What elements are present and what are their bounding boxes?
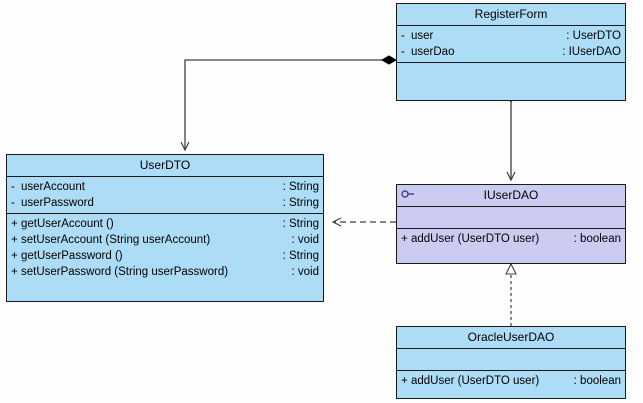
class-box-register-form[interactable]: RegisterForm - user : UserDTO - userDao … bbox=[396, 3, 626, 101]
operations-compartment-user-dto: + getUserAccount () : String + setUserAc… bbox=[7, 213, 323, 282]
operation-return-type: : void bbox=[291, 234, 320, 246]
attributes-compartment-oracle-user-dao bbox=[397, 348, 625, 370]
attribute-row: - user : UserDTO bbox=[397, 28, 625, 44]
class-box-user-dto[interactable]: UserDTO - userAccount : String - userPas… bbox=[6, 154, 324, 302]
attributes-compartment-user-dto: - userAccount : String - userPassword : … bbox=[7, 176, 323, 213]
operation-row: + getUserAccount () : String bbox=[7, 216, 323, 232]
operation-row: + setUserPassword (String userPassword) … bbox=[7, 264, 323, 280]
operation-return-type: : void bbox=[291, 266, 320, 278]
operations-compartment-register-form bbox=[397, 62, 625, 84]
interface-name-label: IUserDAO bbox=[483, 188, 539, 202]
operation-return-type: : boolean bbox=[573, 233, 621, 245]
visibility-marker: + bbox=[401, 375, 408, 387]
class-title-register-form: RegisterForm bbox=[474, 7, 548, 21]
visibility-marker: - bbox=[11, 181, 15, 193]
interface-title-iuser-dao: IUserDAO bbox=[397, 185, 625, 206]
attribute-name: userPassword bbox=[21, 197, 94, 209]
attribute-type: : UserDTO bbox=[566, 30, 621, 42]
visibility-marker: + bbox=[11, 250, 18, 262]
interface-lollipop-icon bbox=[401, 190, 414, 198]
operation-row: + getUserPassword () : String bbox=[7, 248, 323, 264]
visibility-marker: + bbox=[11, 218, 18, 230]
class-title-user-dto: UserDTO bbox=[139, 158, 191, 172]
operations-compartment-oracle-user-dao: + addUser (UserDTO user) : boolean bbox=[397, 370, 625, 391]
attribute-name: userDao bbox=[411, 46, 455, 58]
operation-signature: addUser (UserDTO user) bbox=[411, 375, 540, 387]
operation-signature: addUser (UserDTO user) bbox=[411, 233, 540, 245]
visibility-marker: + bbox=[401, 233, 408, 245]
operation-row: + setUserAccount (String userAccount) : … bbox=[7, 232, 323, 248]
class-title-oracle-user-dao: OracleUserDAO bbox=[467, 330, 555, 344]
visibility-marker: - bbox=[401, 46, 405, 58]
operation-signature: getUserPassword () bbox=[21, 250, 123, 262]
visibility-marker: + bbox=[11, 266, 18, 278]
attribute-type: : String bbox=[282, 181, 319, 193]
attributes-compartment-register-form: - user : UserDTO - userDao : IUserDAO bbox=[397, 25, 625, 62]
operation-signature: setUserPassword (String userPassword) bbox=[21, 266, 229, 278]
operation-signature: setUserAccount (String userAccount) bbox=[21, 234, 211, 246]
operation-return-type: : String bbox=[282, 250, 319, 262]
operation-row: + addUser (UserDTO user) : boolean bbox=[397, 373, 625, 389]
attribute-row: - userPassword : String bbox=[7, 195, 323, 211]
visibility-marker: - bbox=[401, 30, 405, 42]
operation-return-type: : boolean bbox=[573, 375, 621, 387]
relationship-composition bbox=[180, 55, 398, 152]
attribute-name: userAccount bbox=[21, 181, 85, 193]
class-box-oracle-user-dao[interactable]: OracleUserDAO + addUser (UserDTO user) :… bbox=[396, 326, 626, 399]
visibility-marker: - bbox=[11, 197, 15, 209]
attribute-row: - userDao : IUserDAO bbox=[397, 44, 625, 60]
operation-return-type: : String bbox=[282, 218, 319, 230]
interface-box-iuser-dao[interactable]: IUserDAO + addUser (UserDTO user) : bool… bbox=[396, 184, 626, 264]
visibility-marker: + bbox=[11, 234, 18, 246]
attribute-type: : String bbox=[282, 197, 319, 209]
attribute-name: user bbox=[411, 30, 434, 42]
relationship-aggregation bbox=[505, 88, 517, 182]
operations-compartment-iuser-dao: + addUser (UserDTO user) : boolean bbox=[397, 228, 625, 249]
attribute-row: - userAccount : String bbox=[7, 179, 323, 195]
operation-row: + addUser (UserDTO user) : boolean bbox=[397, 231, 625, 247]
attributes-compartment-iuser-dao bbox=[397, 206, 625, 228]
attribute-type: : IUserDAO bbox=[562, 46, 621, 58]
operation-signature: getUserAccount () bbox=[21, 218, 114, 230]
